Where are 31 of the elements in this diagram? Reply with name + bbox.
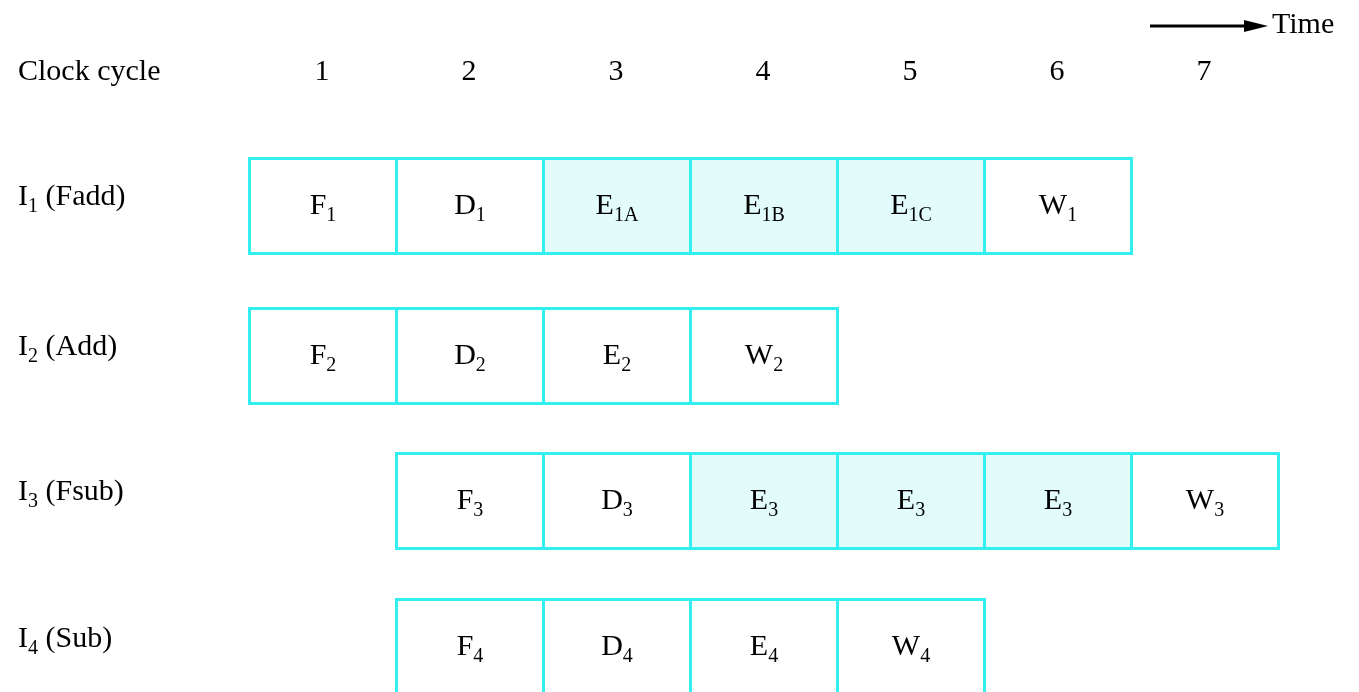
stage-cell: E$_{2}$ — [542, 307, 692, 405]
cycle-number: 3 — [608, 55, 624, 85]
stage-cell: F$_{4}$ — [395, 598, 545, 692]
cycle-number: 5 — [902, 55, 918, 85]
axis-label: Time — [1272, 8, 1335, 38]
stage-cell: E$_{3}$ — [836, 452, 986, 550]
stage-cell: F$_{2}$ — [248, 307, 398, 405]
instruction-label: I$_{2}$ (Add) — [18, 330, 118, 365]
cycle-number: 4 — [755, 55, 771, 85]
stage-cell: W$_{2}$ — [689, 307, 839, 405]
stage-cell: W$_{1}$ — [983, 157, 1133, 255]
stage-cell: D$_{3}$ — [542, 452, 692, 550]
stage-cell: E$_{3}$ — [689, 452, 839, 550]
cycle-number: 2 — [461, 55, 477, 85]
cycle-number: 1 — [314, 55, 330, 85]
instruction-label: I$_{1}$ (Fadd) — [18, 180, 126, 215]
stage-cell: F$_{1}$ — [248, 157, 398, 255]
stage-cell: D$_{2}$ — [395, 307, 545, 405]
instruction-label: I$_{4}$ (Sub) — [18, 622, 113, 657]
row-header: Clock cycle — [18, 55, 161, 85]
stage-cell: D$_{1}$ — [395, 157, 545, 255]
cycle-number: 7 — [1196, 55, 1212, 85]
stage-cell: E$_{3}$ — [983, 452, 1133, 550]
stage-cell: W$_{4}$ — [836, 598, 986, 692]
stage-cell: F$_{3}$ — [395, 452, 545, 550]
cycle-number: 6 — [1049, 55, 1065, 85]
stage-cell: E$_{1C}$ — [836, 157, 986, 255]
stage-cell: W$_{3}$ — [1130, 452, 1280, 550]
stage-cell: E$_{1B}$ — [689, 157, 839, 255]
stage-cell: E$_{1A}$ — [542, 157, 692, 255]
instruction-label: I$_{3}$ (Fsub) — [18, 475, 124, 510]
